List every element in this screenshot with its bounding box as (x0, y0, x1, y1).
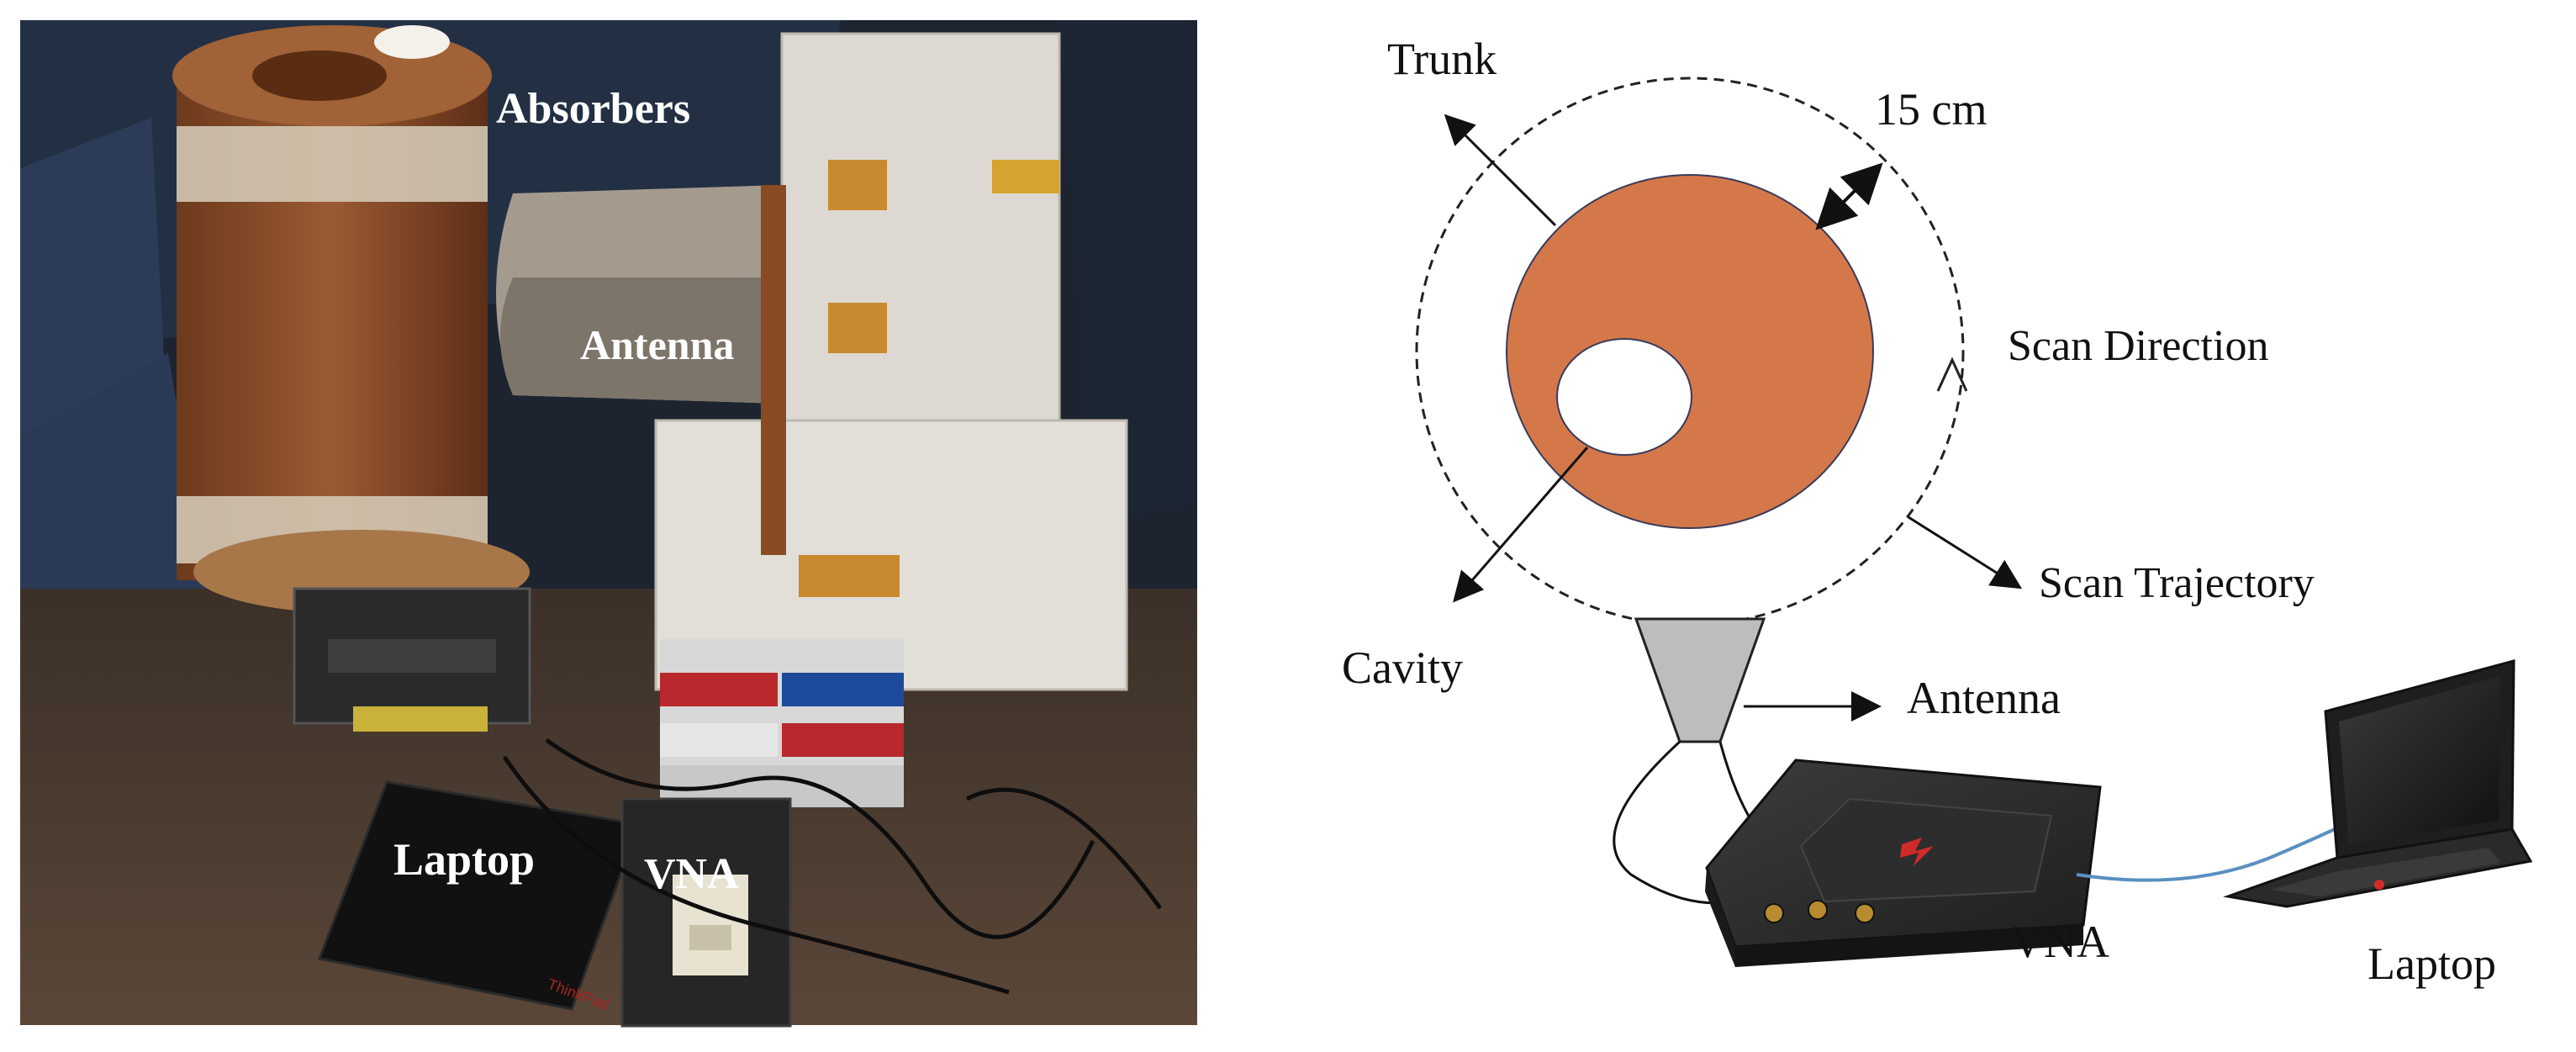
label-laptop-photo: Laptop (393, 834, 535, 885)
distance-arrow (1815, 162, 1883, 230)
trunk-cross-section-icon (1506, 174, 1874, 529)
label-vna-diagram: VNA (2011, 917, 2109, 967)
photo-trunk (172, 25, 530, 614)
horn-antenna-icon (1634, 617, 1766, 743)
vna-device-icon (1705, 759, 2102, 967)
usb-cable (2076, 818, 2355, 882)
label-absorbers: Absorbers (496, 85, 690, 133)
paper-boxes (660, 639, 904, 807)
label-distance: 15 cm (1875, 84, 1987, 135)
label-antenna-diagram: Antenna (1907, 673, 2061, 723)
photo-laptop: ThinkPad (317, 780, 641, 1013)
cavity-arrow (1453, 447, 1589, 603)
scan-trajectory-arrow (1908, 515, 2023, 589)
label-antenna-photo: Antenna (580, 321, 734, 368)
cavity-hole (1556, 338, 1692, 456)
label-scan-direction: Scan Direction (2008, 322, 2268, 370)
measurement-diagram: Trunk 15 cm Scan Direction Scan Trajecto… (1342, 34, 2533, 989)
label-vna-photo: VNA (644, 850, 739, 898)
label-cavity: Cavity (1342, 642, 1463, 693)
photo-antenna (496, 185, 786, 555)
experimental-setup-photo: ThinkPad Absorbers Antenna Laptop VNA (20, 20, 1197, 1028)
photo-cables (502, 737, 1163, 995)
vna-logo (1900, 838, 1934, 866)
photo-turntable (293, 587, 531, 732)
photo-vna (620, 797, 792, 1028)
antenna-cable-left (1613, 740, 1741, 905)
scan-direction-icon (1936, 357, 1968, 392)
laptop-icon (2223, 659, 2533, 908)
label-scan-trajectory: Scan Trajectory (2039, 559, 2315, 607)
trunk-arrow (1444, 114, 1557, 227)
label-laptop-diagram: Laptop (2367, 938, 2496, 989)
label-trunk: Trunk (1387, 34, 1497, 84)
